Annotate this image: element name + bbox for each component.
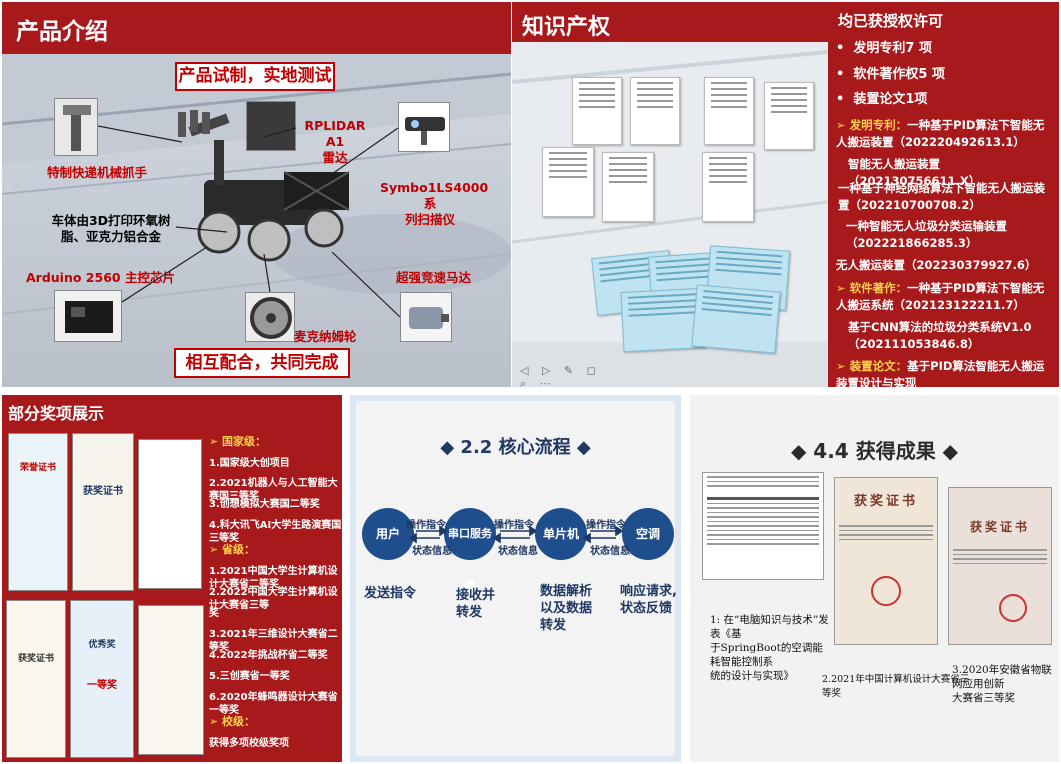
node-description: 响应请求, 状态反馈 [620,584,677,616]
body-material-label: 车体由3D打印环氧树 脂、亚克力铝合金 [51,213,171,244]
patent-document [630,77,680,145]
national-header: ➢ 国家级： [209,435,267,448]
title-bar: 知识产权 [512,2,828,42]
award-item: 6.2020年蜂鸣器设计大赛省一等奖 [209,692,338,716]
ip-heading: 均已获授权许可 [838,12,944,30]
software-item: 基于CNN算法的垃圾分类系统V1.0（202111053846.8） [848,320,1032,351]
award-item: 4.科大讯飞AI大学生路演赛国三等奖 [209,520,342,544]
wheel-label: 麦克纳姆轮 [294,329,357,344]
arrow-label-command: 操作指令 [586,520,626,531]
slide-frame [356,401,675,756]
patent-section: ➢ 发明专利：一种基于PID算法下智能无人搬运装置（202220492613.1… [836,118,1045,149]
result-caption-2: 2.2021年中国计算机设计大赛省三等奖 [822,674,970,699]
chevron-icon: ➢ [836,118,850,132]
patent-item: 一种基于神经网络算法下智能无人搬运装置（202210700708.2） [838,181,1045,212]
patent-document [572,77,622,145]
flow-node-ac: 空调 [622,508,674,560]
award-item: 2.2022中国大学生计算机设计大赛省三等 [209,587,338,611]
result-caption-3: 3.2020年安徽省物联网应用创新 大赛省三等奖 [952,664,1052,704]
motor-image [400,292,452,342]
flow-node-mcu: 单片机 [535,508,587,560]
award-item: 5.三创赛省一等奖 [209,671,290,682]
award-item: 4.2022年挑战杯省二等奖 [209,650,328,661]
school-header: ➢ 校级： [209,715,256,728]
seal-icon [871,576,901,606]
flow-node-serial-server: 串口服务器 [444,508,496,592]
motor-label: 超强竞速马达 [396,270,472,285]
panel-title: 知识产权 [522,15,611,40]
gripper-image [54,98,98,156]
arrow-label-status: 状态信息 [412,546,452,557]
node-description: 发送指令 [364,586,417,601]
journal-paper-image [702,472,824,580]
award-item: 2.2021机器人与人工智能大赛国三等奖 [209,478,338,502]
award-certificate: 优秀奖 一等奖 [70,600,134,758]
award-certificate: 荣誉证书 [8,433,68,591]
banner-bottom: 相互配合，共同完成 [174,348,350,378]
award-item: 3.2021年三维设计大赛省二等奖 [209,629,338,653]
arrow-label-status: 状态信息 [590,546,630,557]
award-certificate [138,439,202,589]
arduino-image [54,290,122,342]
wheel-image [245,292,295,342]
connector-lines [97,125,401,318]
award-item: 3.创想模拟大赛国二等奖 [209,499,320,510]
node-description: 数据解析 以及数据 转发 [540,584,593,633]
bullet-item: • 装置论文1项 [836,92,928,107]
patent-document [764,82,814,150]
gripper-label: 特制快递机械抓手 [47,165,148,180]
patent-item: 一种智能无人垃圾分类运输装置（202221866285.3） [846,219,1007,250]
panel-title: 产品介绍 [16,19,108,45]
software-copyright-cert [691,284,781,354]
product-intro-panel: 产品介绍 产品试制，实地测试 特制快递机械抓手 RPLIDAR A1 雷达 Sy… [2,2,511,387]
award-item: 奖 [209,608,219,619]
panel-title: ◆ 4.4 获得成果 ◆ [790,439,959,463]
title-bar: 产品介绍 [2,2,511,54]
seal-icon [999,594,1027,622]
patent-item: 智能无人搬运装置（202130756611.X） [848,157,981,188]
patent-document [704,77,754,145]
award-certificate-image: 获奖证书 [834,477,938,645]
paper-section: ➢ 装置论文：基于PID算法智能无人搬运装置设计与实现 [836,359,1045,387]
award-certificate: 获奖证书 [72,433,134,591]
viewer-toolbar: ◁ ▷ ✎ ◻ ⌕ ⋯ [520,364,601,387]
bullet-item: • 发明专利7 项 [836,41,932,56]
chevron-icon: ➢ [836,281,850,295]
flow-node-user: 用户 [362,508,414,560]
results-panel: ◆ 4.4 获得成果 ◆ 1: 在“电脑知识与技术”发表《基 于SpringBo… [690,395,1059,762]
panel-title: ◆ 2.2 核心流程 ◆ [440,437,591,458]
scanner-image [398,102,450,152]
banner-top: 产品试制，实地测试 [175,62,335,91]
software-section: ➢ 软件著作：一种基于PID算法下智能无人搬运系统（202123122211.7… [836,281,1045,312]
arrow-label-command: 操作指令 [494,520,534,531]
scanner-label: Symbo1LS4000系 列扫描仪 [380,180,489,227]
flow-panel: ◆ 2.2 核心流程 ◆ 用户 串口服务器 单片机 空调 操作指令 状态信息 操… [350,395,681,762]
bullet-item: • 软件著作权5 项 [836,67,945,82]
ip-panel: 知识产权 ◁ ▷ ✎ ◻ ⌕ ⋯ 均已获授权许可 • 发明专利7 项 • 软件著… [512,2,1059,387]
arrow-label-status: 状态信息 [498,546,538,557]
node-description: 接收并 转发 [456,588,496,620]
arrow-label-command: 操作指令 [406,520,446,531]
chevron-icon: ➢ [836,359,850,373]
award-item: 1.国家级大创项目 [209,458,290,469]
arduino-label: Arduino 2560 主控芯片 [26,270,175,285]
award-certificate [138,605,204,755]
award-item: 1.2021中国大学生计算机设计大赛省二等奖 [209,566,338,590]
provincial-header: ➢ 省级： [209,543,256,556]
patent-document [602,152,654,222]
rplidar-label: RPLIDAR A1 雷达 [304,118,366,165]
award-item: 获得多项校级奖项 [209,738,289,749]
award-certificate-image: 获奖证书 [948,487,1052,645]
robot-image [178,110,350,262]
result-caption-1: 1: 在“电脑知识与技术”发表《基 于SpringBoot的空调能耗智能控制系 … [710,614,829,682]
panel-title: 部分奖项展示 [8,404,105,423]
award-certificate: 获奖证书 [6,600,66,758]
patent-item: 无人搬运装置（202230379927.6） [836,258,1037,272]
flow-arrows [408,525,624,544]
patent-document [702,152,754,222]
patent-document [542,147,594,217]
rplidar-image [246,101,296,151]
ip-info-column: 均已获授权许可 • 发明专利7 项 • 软件著作权5 项 • 装置论文1项 ➢ … [828,2,1059,387]
awards-panel: 部分奖项展示 荣誉证书 获奖证书 获奖证书 优秀奖 一等奖 ➢ 国家级： 1.国… [2,395,342,762]
